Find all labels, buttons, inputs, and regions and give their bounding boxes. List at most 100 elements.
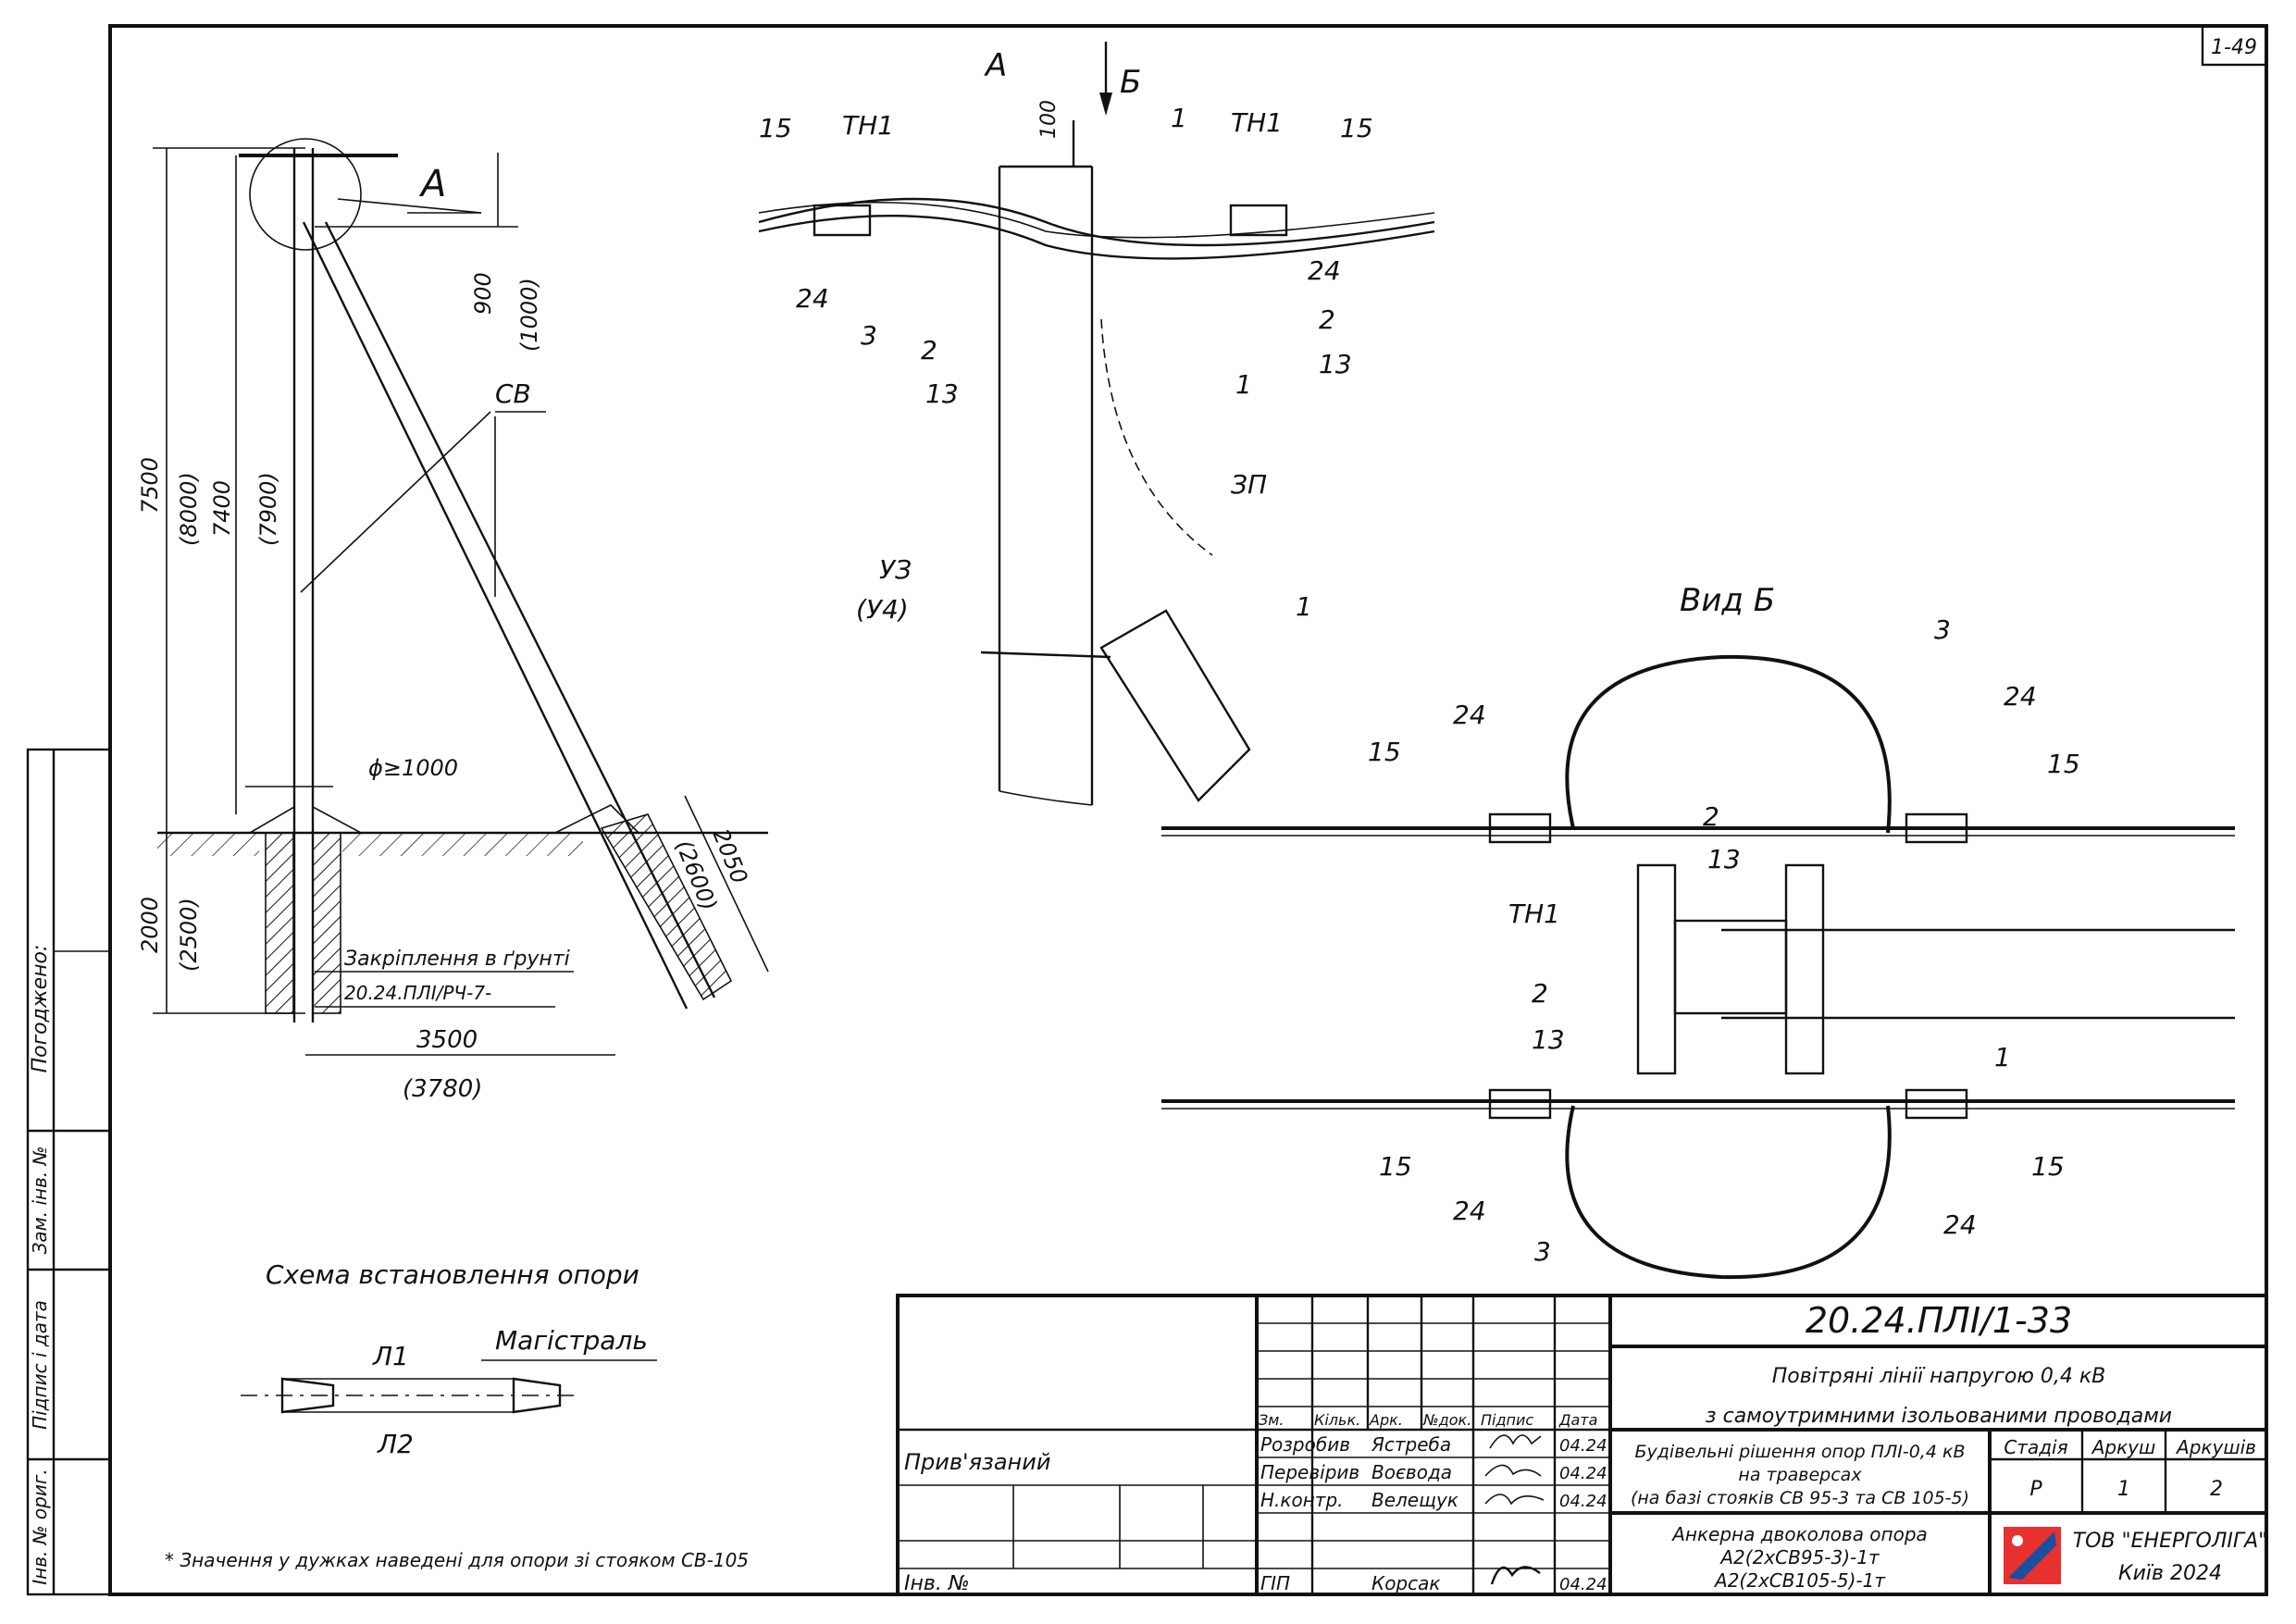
detail-a-label-1-clamp: 1 bbox=[1296, 591, 1312, 622]
doc-code: 20.24.ПЛІ/1-33 bbox=[1806, 1300, 2072, 1341]
row-role-checker: Перевірив bbox=[1260, 1461, 1359, 1483]
col-header-date: Дата bbox=[1558, 1411, 1597, 1429]
title-line-2: з самоутримними ізольованими проводами bbox=[1706, 1405, 2172, 1428]
company-name: ТОВ "ЕНЕРГОЛІГА" bbox=[2073, 1530, 2268, 1553]
signature-chief-engineer bbox=[1490, 1566, 1541, 1585]
detail-a-label-2-right: 2 bbox=[1319, 304, 1335, 335]
sheet-header: Аркуш bbox=[2091, 1436, 2156, 1458]
installation-scheme: Схема встановлення опори Л1 Л2 Магістрал… bbox=[241, 1259, 657, 1459]
bound-label: Прив'язаний bbox=[904, 1449, 1050, 1475]
view-b-arrow-label: Б bbox=[1120, 64, 1141, 101]
dim-900: 900 bbox=[470, 272, 496, 315]
view-b-label-24-top-right: 24 bbox=[2004, 681, 2037, 712]
detail-a: А Б 100 bbox=[758, 42, 1435, 806]
scheme-l1: Л1 bbox=[372, 1341, 409, 1371]
callout-a: А bbox=[418, 163, 446, 205]
soil-fixing: Закріплення в ґрунті bbox=[344, 948, 570, 971]
inv-no-label: Інв. № bbox=[904, 1572, 970, 1595]
title-line-1: Повітряні лінії напругою 0,4 кВ bbox=[1772, 1365, 2106, 1388]
scheme-l2: Л2 bbox=[377, 1429, 414, 1459]
view-b-label-15-bottom-left: 15 bbox=[1379, 1151, 1412, 1182]
part-labels: 15 ТН1 1 ТН1 15 24 24 3 2 2 13 13 1 ЗП У… bbox=[759, 103, 2080, 1267]
drawing-line-2: А2(2хСВ95-3)-1т bbox=[1719, 1546, 1880, 1568]
dim-2000-alt: (2500) bbox=[176, 898, 202, 972]
view-b-label-2-top: 2 bbox=[1703, 801, 1719, 832]
view-b-label-3-top: 3 bbox=[1934, 614, 1951, 645]
label-sv: СВ bbox=[495, 378, 531, 409]
view-b-label-24-bottom-right: 24 bbox=[1943, 1209, 1977, 1240]
row-date-checker: 04.24 bbox=[1559, 1464, 1607, 1483]
view-b-label-24-top-left: 24 bbox=[1453, 700, 1486, 730]
row-role-norm-control: Н.контр. bbox=[1260, 1489, 1344, 1511]
detail-a-label-tn1-left: ТН1 bbox=[842, 110, 894, 141]
row-name-checker: Воєвода bbox=[1371, 1461, 1452, 1483]
sheets-header: Аркушів bbox=[2175, 1436, 2256, 1458]
row-name-developer: Ястреба bbox=[1371, 1433, 1451, 1456]
dim-900-alt: (1000) bbox=[516, 278, 542, 352]
dim-3500: 3500 bbox=[416, 1026, 478, 1054]
row-date-chief-engineer: 04.24 bbox=[1559, 1575, 1607, 1594]
detail-a-label-u4: (У4) bbox=[856, 594, 909, 625]
soil-fixing-code: 20.24.ПЛІ/РЧ-7- bbox=[344, 982, 491, 1004]
view-b-label-2-bottom: 2 bbox=[1532, 978, 1548, 1009]
agreed-label: Погоджено: bbox=[29, 945, 52, 1073]
signature-checker bbox=[1484, 1464, 1542, 1477]
detail-a-label-13-right: 13 bbox=[1319, 349, 1352, 379]
section-line-3: (на базі стояків СВ 95-3 та СВ 105-5) bbox=[1631, 1488, 1969, 1508]
sheet-frame: 1-49 bbox=[108, 24, 2268, 1596]
view-b-label-1: 1 bbox=[1994, 1042, 2011, 1072]
pole-elevation: А 900 (1000) 7500 (8000) 7400 (7900) СВ … bbox=[137, 138, 769, 1103]
col-header-sheet: Арк. bbox=[1369, 1411, 1403, 1429]
view-b-label-tn1: ТН1 bbox=[1508, 899, 1560, 929]
title-block: 20.24.ПЛІ/1-33 Повітряні лінії напругою … bbox=[896, 1294, 2268, 1596]
row-role-chief-engineer: ГІП bbox=[1260, 1572, 1290, 1594]
row-date-norm-control: 04.24 bbox=[1559, 1492, 1607, 1511]
detail-a-label-1-top: 1 bbox=[1171, 103, 1187, 133]
footnote: * Значення у дужках наведені для опори з… bbox=[165, 1549, 749, 1571]
signature-date-label: Підпис і дата bbox=[29, 1300, 51, 1430]
view-b-title: Вид Б bbox=[1680, 582, 1775, 619]
detail-a-label-zp: ЗП bbox=[1231, 469, 1267, 500]
view-b-label-15-bottom-right: 15 bbox=[2031, 1151, 2065, 1182]
dim-7400-alt: (7900) bbox=[255, 472, 281, 546]
section-line-1: Будівельні рішення опор ПЛІ-0,4 кВ bbox=[1635, 1442, 1966, 1462]
view-b: Вид Б bbox=[1161, 582, 2235, 1280]
scheme-title: Схема встановлення опори bbox=[266, 1259, 639, 1290]
stage-value: Р bbox=[2029, 1478, 2042, 1501]
drawing-line-3: А2(2хСВ105-5)-1т bbox=[1713, 1569, 1886, 1592]
row-name-norm-control: Велещук bbox=[1371, 1489, 1458, 1511]
row-name-chief-engineer: Корсак bbox=[1371, 1572, 1440, 1594]
view-b-label-13-top: 13 bbox=[1707, 844, 1741, 874]
dim-7500: 7500 bbox=[137, 457, 163, 514]
row-date-developer: 04.24 bbox=[1559, 1436, 1607, 1456]
detail-a-label-uz: УЗ bbox=[879, 554, 912, 585]
detail-a-label-15-left: 15 bbox=[759, 113, 792, 143]
row-role-developer: Розробив bbox=[1260, 1433, 1350, 1456]
city-year: Київ 2024 bbox=[2118, 1562, 2222, 1585]
section-line-2: на траверсах bbox=[1738, 1465, 1862, 1485]
dim-7400: 7400 bbox=[209, 480, 235, 537]
detail-a-label-15-right: 15 bbox=[1340, 113, 1373, 143]
stage-header: Стадія bbox=[2004, 1436, 2067, 1458]
dim-7500-alt: (8000) bbox=[176, 472, 202, 546]
view-b-label-15-top-right: 15 bbox=[2047, 749, 2080, 779]
drawing-line-1: Анкерна двоколова опора bbox=[1670, 1523, 1928, 1545]
view-b-label-13-bottom: 13 bbox=[1532, 1024, 1565, 1055]
dim-100: 100 bbox=[1037, 100, 1061, 139]
col-header-signature: Підпис bbox=[1481, 1411, 1533, 1429]
sheet-number: 1-49 bbox=[2211, 36, 2257, 59]
dim-2000: 2000 bbox=[137, 897, 163, 953]
detail-a-label-tn1-right: ТН1 bbox=[1231, 107, 1283, 138]
view-b-label-3-bottom: 3 bbox=[1534, 1236, 1551, 1267]
detail-a-title: А bbox=[984, 47, 1007, 84]
detail-a-label-3: 3 bbox=[861, 320, 877, 351]
dim-3500-alt: (3780) bbox=[403, 1075, 482, 1103]
sheets-value: 2 bbox=[2210, 1478, 2223, 1501]
signature-developer bbox=[1489, 1434, 1542, 1449]
dim-diameter: ϕ≥1000 bbox=[368, 755, 458, 781]
col-header-zm: Зм. bbox=[1259, 1411, 1284, 1429]
detail-a-label-24-right: 24 bbox=[1308, 255, 1341, 286]
signature-norm-control bbox=[1484, 1494, 1545, 1506]
col-header-qty: Кільк. bbox=[1314, 1411, 1360, 1429]
